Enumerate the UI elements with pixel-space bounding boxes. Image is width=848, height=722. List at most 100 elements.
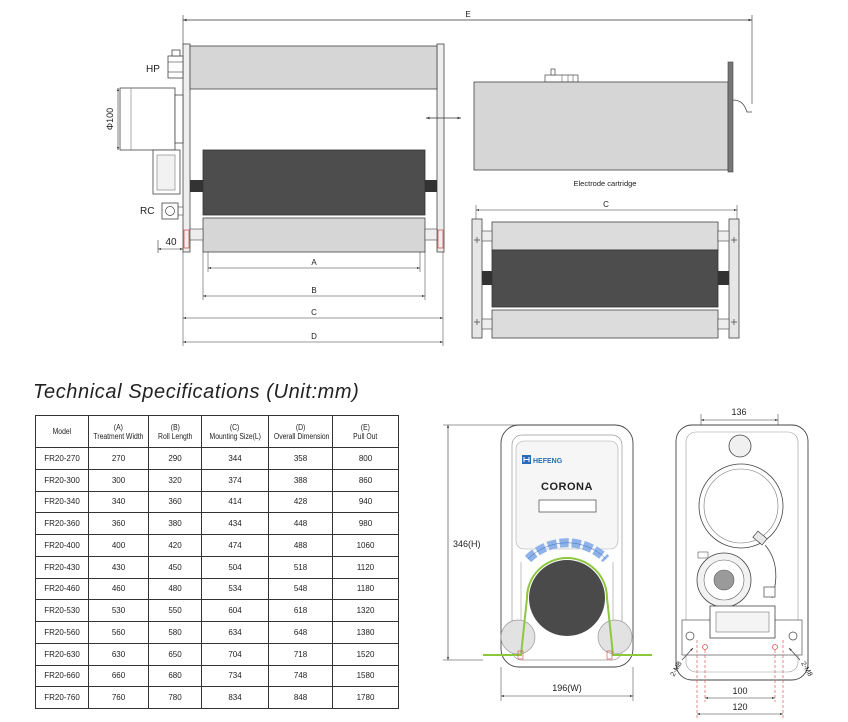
cell-b: 320: [148, 468, 202, 492]
cell-b: 580: [148, 621, 202, 644]
cell-d: 488: [268, 534, 333, 557]
cell-d: 448: [268, 512, 333, 535]
electrode-roller: [202, 149, 426, 216]
roller-front-drawing: C: [471, 200, 740, 339]
cell-c: 834: [201, 686, 269, 709]
dimension-b-label: B: [311, 286, 316, 295]
cell-model: FR20-360: [35, 512, 89, 535]
spacing-120-label: 120: [732, 702, 747, 712]
side-view-drawing: E HP Φ100 RC: [105, 10, 753, 346]
cell-a: 460: [88, 577, 149, 601]
hp-label: HP: [146, 64, 160, 75]
rc-fitting: [161, 202, 179, 220]
dimension-c-top-label: C: [603, 200, 609, 209]
cell-d: 648: [268, 621, 333, 644]
cell-model: FR20-430: [35, 555, 89, 579]
cell-model: FR20-660: [35, 664, 89, 688]
cell-a: 300: [88, 468, 149, 492]
cell-d: 428: [268, 490, 333, 514]
cell-a: 630: [88, 642, 149, 666]
cell-c: 534: [201, 577, 269, 601]
treatment-roller: [202, 217, 426, 253]
cell-b: 360: [148, 490, 202, 514]
cell-d: 358: [268, 447, 333, 470]
table-header-row: Model (A)Treatment Width (B)Roll Length …: [35, 415, 399, 448]
header-mounting-size: (C)Mounting Size(L): [201, 415, 269, 448]
cell-a: 360: [88, 512, 149, 535]
header-roll-length: (B)Roll Length: [148, 415, 202, 448]
cell-d: 518: [268, 555, 333, 579]
cell-e: 1120: [332, 555, 399, 579]
cell-e: 1060: [332, 534, 399, 557]
cell-model: FR20-530: [35, 599, 89, 622]
cell-d: 618: [268, 599, 333, 622]
cell-e: 860: [332, 468, 399, 492]
cell-a: 760: [88, 686, 149, 709]
cell-c: 634: [201, 621, 269, 644]
generator-front-drawing: 346(H) HEFENG CORONA 196(W): [443, 424, 652, 701]
cell-b: 380: [148, 512, 202, 535]
cell-e: 800: [332, 447, 399, 470]
cell-a: 660: [88, 664, 149, 688]
cell-c: 434: [201, 512, 269, 535]
rc-label: RC: [140, 206, 154, 217]
cell-c: 604: [201, 599, 269, 622]
cell-e: 1780: [332, 686, 399, 709]
cell-e: 1180: [332, 577, 399, 601]
cell-b: 650: [148, 642, 202, 666]
cell-c: 704: [201, 642, 269, 666]
cell-c: 474: [201, 534, 269, 557]
cell-d: 548: [268, 577, 333, 601]
cell-model: FR20-560: [35, 621, 89, 644]
cell-b: 680: [148, 664, 202, 688]
cell-b: 480: [148, 577, 202, 601]
treatment-roller-circle: [529, 560, 605, 636]
cell-d: 718: [268, 642, 333, 666]
dimension-40-label: 40: [165, 237, 177, 248]
dimension-c-label: C: [311, 308, 317, 317]
cell-c: 504: [201, 555, 269, 579]
cell-e: 1380: [332, 621, 399, 644]
cell-model: FR20-270: [35, 447, 89, 470]
cell-a: 400: [88, 534, 149, 557]
idler-roller-right: [597, 619, 633, 655]
control-panel: [515, 440, 619, 550]
page-title: Technical Specifications (Unit:mm): [33, 381, 360, 403]
width-label: 196(W): [552, 683, 582, 693]
top-roller: [189, 45, 438, 90]
cell-b: 550: [148, 599, 202, 622]
header-treatment-width: (A)Treatment Width: [88, 415, 149, 448]
dimension-d-label: D: [311, 332, 317, 341]
display-window: [538, 499, 597, 513]
cell-b: 780: [148, 686, 202, 709]
film-path: [483, 557, 652, 656]
brand-name: HEFENG: [533, 458, 563, 465]
cell-c: 414: [201, 490, 269, 514]
cell-e: 1580: [332, 664, 399, 688]
cable-gland: [752, 530, 768, 546]
cell-a: 430: [88, 555, 149, 579]
back-width-label: 136: [731, 407, 746, 417]
electrode-cartridge-drawing: Electrode cartridge: [473, 61, 752, 188]
motor: [119, 87, 176, 151]
cell-e: 940: [332, 490, 399, 514]
cell-b: 290: [148, 447, 202, 470]
cell-e: 1320: [332, 599, 399, 622]
cell-a: 560: [88, 621, 149, 644]
cell-model: FR20-300: [35, 468, 89, 492]
cell-model: FR20-460: [35, 577, 89, 601]
cell-a: 530: [88, 599, 149, 622]
cartridge-caption: Electrode cartridge: [574, 179, 637, 188]
power-inlet: [728, 434, 752, 458]
cell-model: FR20-400: [35, 534, 89, 557]
cell-e: 1520: [332, 642, 399, 666]
cell-d: 848: [268, 686, 333, 709]
specifications-table: Model (A)Treatment Width (B)Roll Length …: [35, 415, 399, 709]
